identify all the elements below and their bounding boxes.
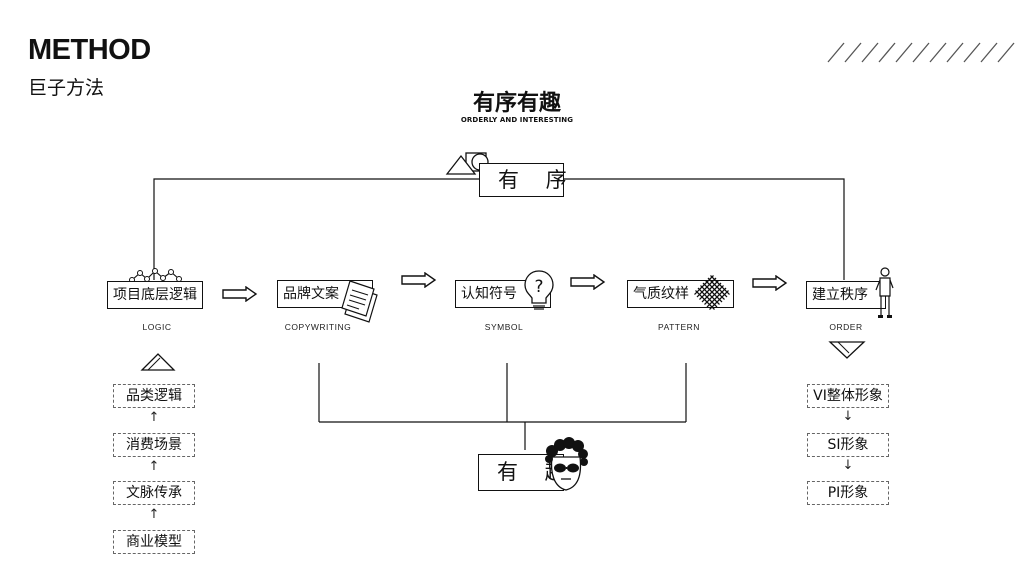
arrow-up: ↑	[148, 459, 160, 474]
double-arrow-icon	[401, 272, 437, 288]
step-symbol-en: SYMBOL	[484, 322, 524, 332]
arrow-up: ↑	[148, 410, 160, 425]
step-copywriting-en: COPYWRITING	[284, 322, 352, 332]
documents-icon	[341, 280, 378, 323]
standing-person-icon	[875, 267, 894, 318]
double-arrow-icon	[570, 274, 606, 290]
step-logic: 项目底层逻辑	[107, 281, 203, 309]
double-arrow-icon	[752, 275, 788, 291]
page-title: METHOD	[28, 34, 151, 66]
step-symbol-label: 认知符号	[461, 286, 517, 302]
lightbulb-icon: ?	[524, 270, 554, 310]
logic-item: 品类逻辑	[113, 384, 195, 408]
step-copywriting-label: 品牌文案	[283, 286, 339, 302]
network-icon	[129, 268, 182, 283]
triangle-down-icon	[828, 341, 866, 359]
step-pattern-label: 气质纹样	[633, 286, 689, 302]
step-pattern-en: PATTERN	[658, 322, 700, 332]
arrow-up: ↑	[148, 507, 160, 522]
diamond-pattern-icon	[693, 274, 731, 312]
step-order-label: 建立秩序	[812, 287, 868, 303]
sunglasses-face-icon	[545, 437, 588, 491]
step-logic-en: LOGIC	[142, 322, 172, 332]
order-item: SI形象	[807, 433, 889, 457]
diagonal-stripes-icon	[827, 42, 1015, 63]
top-node-label: 有 序	[498, 168, 577, 192]
logic-item: 商业模型	[113, 530, 195, 554]
order-item: PI形象	[807, 481, 889, 505]
svg-text:?: ?	[534, 277, 543, 297]
arrow-down: ↓	[842, 458, 854, 473]
step-order-en: ORDER	[829, 322, 863, 332]
logic-item: 文脉传承	[113, 481, 195, 505]
step-order: 建立秩序	[806, 281, 886, 309]
top-node-ordered: 有 序	[479, 163, 567, 197]
logic-item: 消费场景	[113, 433, 195, 457]
page-subtitle: 巨子方法	[28, 77, 105, 99]
triangle-up-icon	[140, 353, 176, 371]
double-arrow-icon	[222, 286, 258, 302]
arrow-down: ↓	[842, 409, 854, 424]
hero-subtitle: ORDERLY AND INTERESTING	[460, 116, 574, 124]
step-logic-label: 项目底层逻辑	[113, 287, 197, 303]
hero-title: 有序有趣	[472, 91, 561, 116]
order-item: VI整体形象	[807, 384, 889, 408]
